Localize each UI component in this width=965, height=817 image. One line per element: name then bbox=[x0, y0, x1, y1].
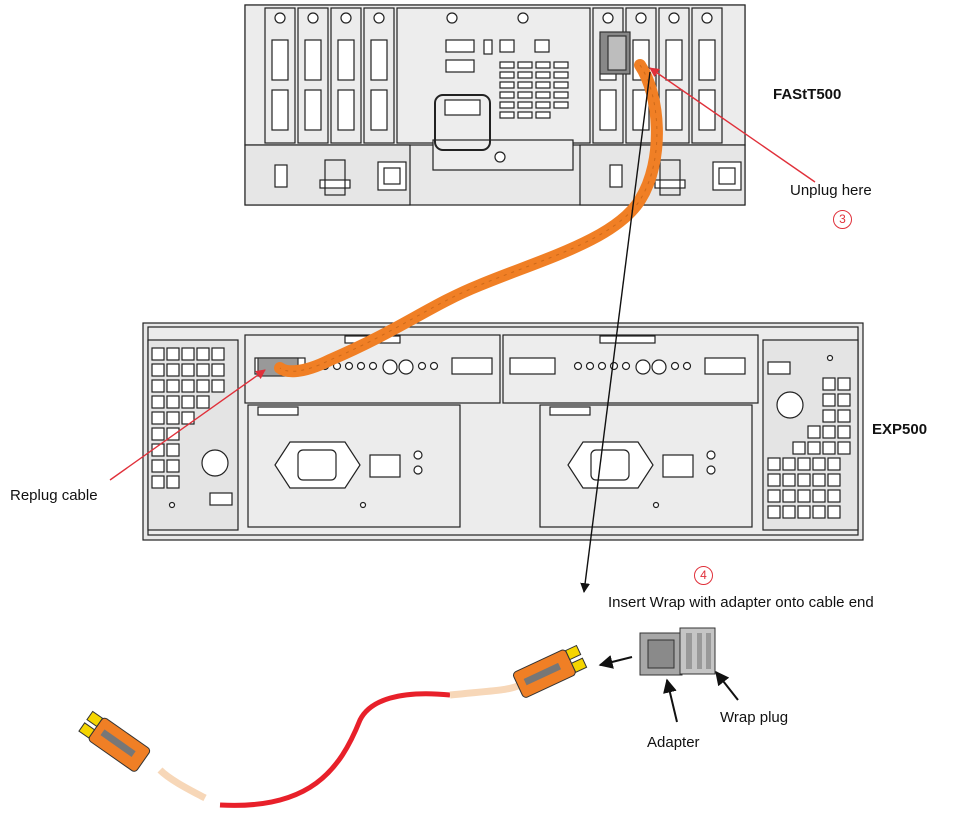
exp500-label: EXP500 bbox=[872, 421, 927, 438]
exp500-enclosure bbox=[143, 323, 863, 540]
step-4-callout: 4 bbox=[694, 566, 713, 585]
replug-cable-label: Replug cable bbox=[10, 487, 98, 504]
fastt500-label: FAStT500 bbox=[773, 86, 841, 103]
wrap-plug-pointer-arrow bbox=[716, 672, 738, 700]
insert-arrow bbox=[600, 657, 632, 665]
insert-wrap-instruction: Insert Wrap with adapter onto cable end bbox=[608, 594, 874, 611]
wrap-plug-label: Wrap plug bbox=[720, 709, 788, 726]
fastt500-controller bbox=[245, 5, 745, 205]
wrap-plug-with-adapter bbox=[640, 628, 715, 675]
unplug-here-label: Unplug here bbox=[790, 182, 872, 199]
adapter-label: Adapter bbox=[647, 734, 700, 751]
step-3-callout: 3 bbox=[833, 210, 852, 229]
fiber-patch-cable bbox=[78, 644, 588, 806]
adapter-pointer-arrow bbox=[667, 680, 677, 722]
